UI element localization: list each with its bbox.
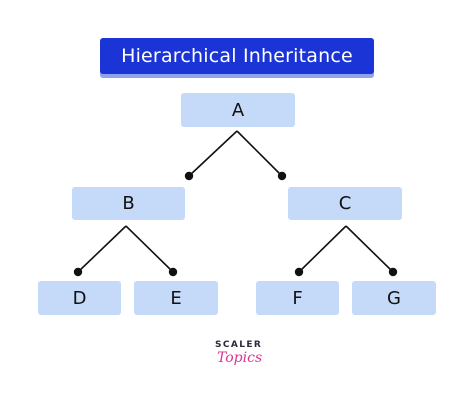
class-node-f: F bbox=[256, 281, 339, 315]
edge-c-f bbox=[298, 225, 347, 273]
class-node-c: C bbox=[288, 187, 402, 220]
edge-a-b bbox=[188, 130, 238, 177]
edge-c-g bbox=[345, 225, 394, 273]
class-node-d: D bbox=[38, 281, 121, 315]
class-node-g: G bbox=[352, 281, 436, 315]
logo-scaler-text: SCALER bbox=[215, 340, 263, 350]
class-node-e: E bbox=[134, 281, 218, 315]
edge-a-b-endpoint bbox=[184, 171, 194, 181]
edge-a-c-endpoint bbox=[277, 171, 287, 181]
edge-b-d-endpoint bbox=[73, 267, 83, 277]
edge-b-d bbox=[77, 225, 127, 273]
diagram-title: Hierarchical Inheritance bbox=[100, 38, 374, 74]
edge-a-c bbox=[236, 130, 283, 177]
scaler-topics-logo: SCALER Topics bbox=[205, 340, 269, 374]
edge-c-g-endpoint bbox=[388, 267, 398, 277]
edge-b-e-endpoint bbox=[168, 267, 178, 277]
edge-b-e bbox=[125, 225, 174, 273]
logo-topics-text: Topics bbox=[217, 350, 263, 366]
class-node-a: A bbox=[181, 93, 295, 127]
edge-c-f-endpoint bbox=[294, 267, 304, 277]
class-node-b: B bbox=[72, 187, 185, 220]
